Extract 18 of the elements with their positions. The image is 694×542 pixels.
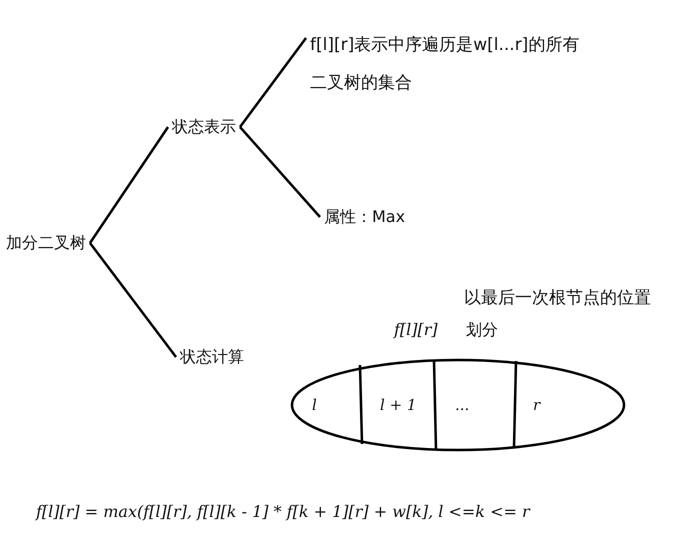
tree-node-text: 属性：Max — [324, 206, 406, 228]
formula-text: f[l][r] = max(f[l][r], f[l][k - 1] * f[k + 1][r] + w[k], l <=k <= r — [36, 502, 530, 521]
annotation-text: 划分 — [466, 320, 498, 341]
partition-ellipse — [290, 358, 626, 452]
branch-line — [89, 242, 177, 358]
cell-label: l — [312, 396, 317, 414]
cell-label: r — [533, 396, 540, 414]
cell-label: ... — [455, 396, 470, 414]
tree-node-text: 状态表示 — [172, 116, 236, 138]
tree-node-text: f[l][r]表示中序遍历是w[l...r]的所有二叉树的集合 — [310, 26, 588, 102]
cell-label: l + 1 — [380, 396, 416, 414]
annotation-text: 以最后一次根节点的位置 — [464, 287, 651, 309]
annotation-text: f[l][r] — [394, 320, 438, 339]
branch-line — [239, 37, 307, 128]
branch-line — [88, 126, 170, 244]
branch-line — [239, 126, 321, 218]
tree-node-text: 加分二叉树 — [6, 232, 86, 254]
tree-node-text: 状态计算 — [180, 346, 244, 368]
